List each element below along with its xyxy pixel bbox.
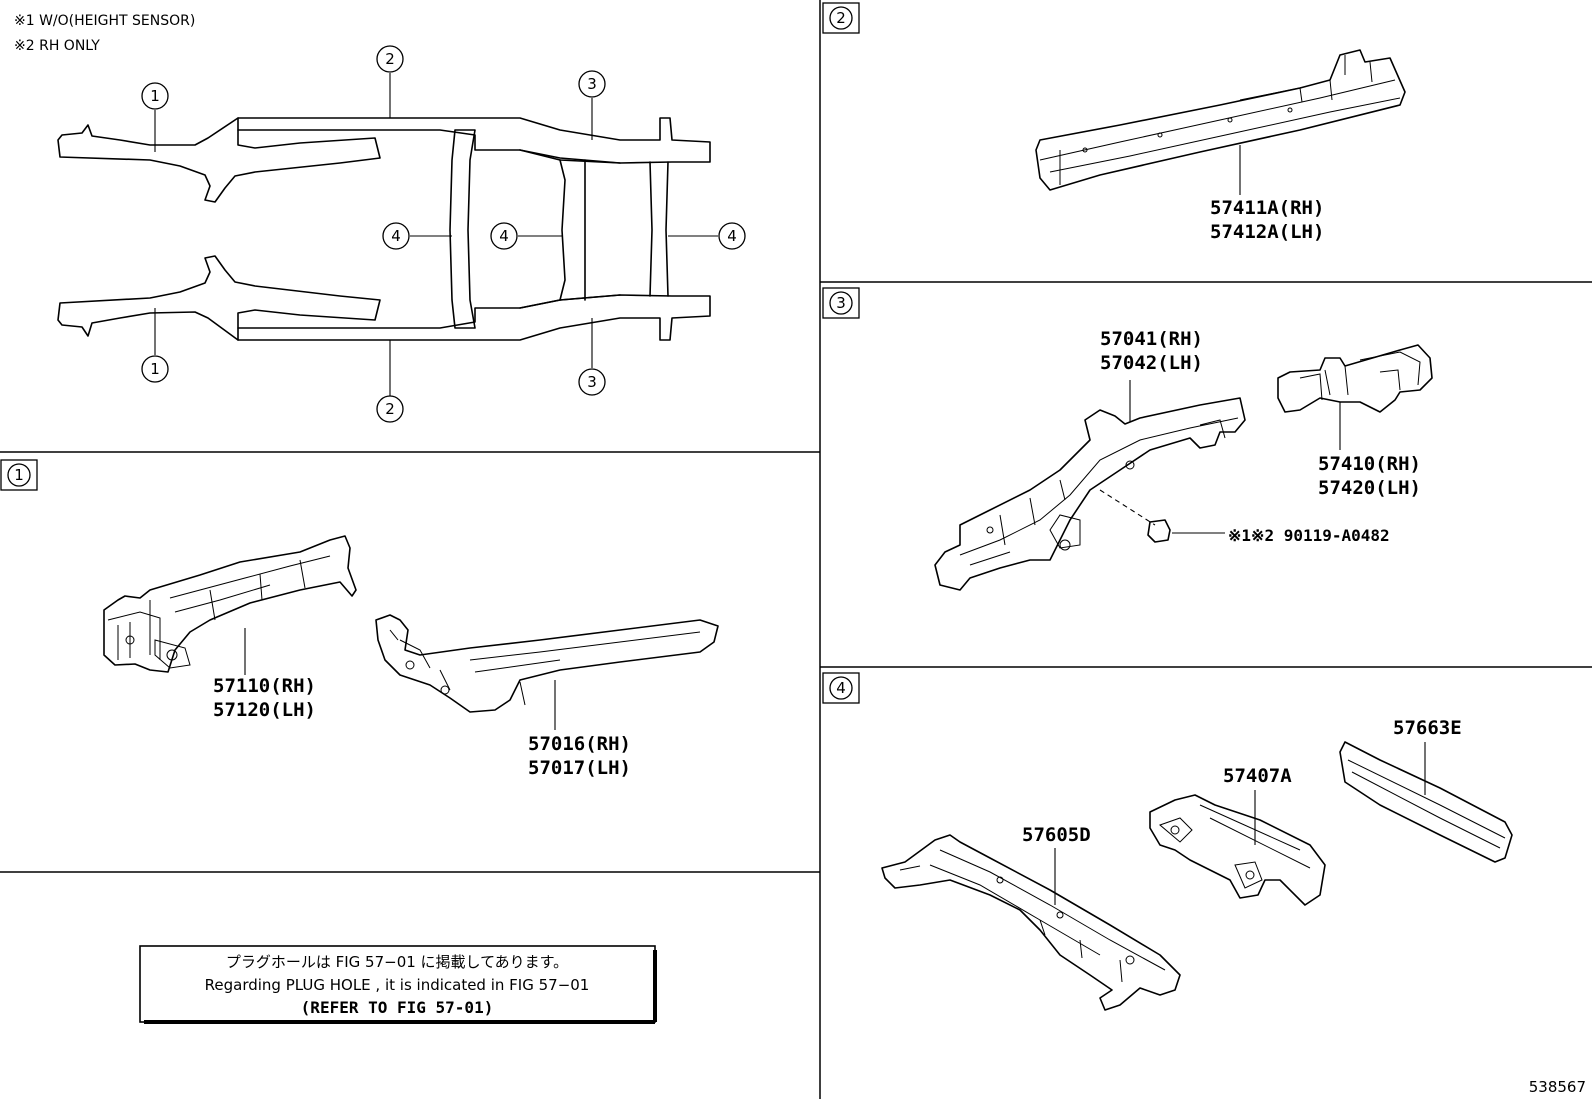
svg-text:1: 1: [14, 466, 24, 484]
notice-japanese: プラグホールは FIG 57−01 に掲載してあります。: [226, 953, 568, 971]
panel-4-crossmember-57605D-drawing: [881, 834, 1181, 1011]
svg-text:57120(LH): 57120(LH): [213, 699, 316, 721]
svg-text:2: 2: [385, 400, 395, 418]
svg-text:4: 4: [391, 227, 401, 245]
note-height-sensor: ※1 W/O(HEIGHT SENSOR): [14, 13, 195, 29]
overview-callout-4-mid: 4: [490, 222, 518, 250]
panel-1-id-box: 1: [0, 459, 38, 491]
panel-4-crossmember-57407A-drawing: [1149, 790, 1326, 906]
svg-text:57041(RH): 57041(RH): [1100, 328, 1203, 350]
overview-callout-3-bottom: 3: [578, 368, 606, 396]
panel-1-rear-member-drawing: [375, 614, 719, 730]
panel-3-id-box: 3: [822, 287, 860, 319]
svg-text:2: 2: [836, 9, 846, 27]
panel-4-part-57605D: 57605D: [1022, 824, 1091, 846]
notice-english: Regarding PLUG HOLE , it is indicated in…: [205, 976, 590, 994]
svg-text:57042(LH): 57042(LH): [1100, 352, 1203, 374]
panel-1-front-member-drawing: [103, 535, 357, 675]
overview-leaders: [154, 73, 718, 396]
overview-callout-4-right: 4: [718, 222, 746, 250]
svg-text:57412A(LH): 57412A(LH): [1210, 221, 1324, 243]
svg-text:4: 4: [727, 227, 737, 245]
panel-1-part-57110: 57110(RH) 57120(LH): [213, 675, 316, 721]
overview-callout-1-top: 1: [141, 82, 169, 110]
panel-2-side-rail-drawing: [1035, 49, 1406, 195]
svg-text:57017(LH): 57017(LH): [528, 757, 631, 779]
svg-text:4: 4: [836, 679, 846, 697]
svg-text:1: 1: [150, 87, 160, 105]
panel-3-kickup-drawing: [1277, 344, 1433, 450]
panel-3-rear-rail-drawing: [934, 380, 1246, 591]
panel-4-part-57407A: 57407A: [1223, 765, 1292, 787]
overview-callout-3-top: 3: [578, 70, 606, 98]
frame-overview-drawing: [57, 117, 711, 341]
panel-4-id-box: 4: [822, 672, 860, 704]
svg-text:57016(RH): 57016(RH): [528, 733, 631, 755]
overview-callout-2-bottom: 2: [376, 395, 404, 423]
svg-text:57420(LH): 57420(LH): [1318, 477, 1421, 499]
svg-text:2: 2: [385, 50, 395, 68]
svg-text:57110(RH): 57110(RH): [213, 675, 316, 697]
panel-3-bolt-part: ※1※2 90119-A0482: [1228, 526, 1390, 545]
note-rh-only: ※2 RH ONLY: [14, 38, 100, 54]
overview-callout-1-bottom: 1: [141, 355, 169, 383]
notice-reference: (REFER TO FIG 57-01): [301, 998, 494, 1017]
panel-4-crossmember-57663E-drawing: [1339, 741, 1513, 863]
panel-2-part-57411A: 57411A(RH) 57412A(LH): [1210, 197, 1324, 243]
svg-text:57411A(RH): 57411A(RH): [1210, 197, 1324, 219]
panel-1-part-57016: 57016(RH) 57017(LH): [528, 733, 631, 779]
figure-number: 538567: [1529, 1078, 1586, 1096]
plug-hole-notice-box: プラグホールは FIG 57−01 に掲載してあります。 Regarding P…: [139, 945, 657, 1024]
svg-text:3: 3: [587, 373, 597, 391]
panel-4-part-57663E: 57663E: [1393, 717, 1462, 739]
overview-callout-4-left: 4: [382, 222, 410, 250]
panel-3-part-57041: 57041(RH) 57042(LH): [1100, 328, 1203, 374]
overview-callout-2-top: 2: [376, 45, 404, 73]
svg-text:3: 3: [836, 294, 846, 312]
panel-2-id-box: 2: [822, 2, 860, 34]
panel-3-part-57410: 57410(RH) 57420(LH): [1318, 453, 1421, 499]
svg-text:57410(RH): 57410(RH): [1318, 453, 1421, 475]
svg-text:4: 4: [499, 227, 509, 245]
svg-text:1: 1: [150, 360, 160, 378]
svg-text:3: 3: [587, 75, 597, 93]
